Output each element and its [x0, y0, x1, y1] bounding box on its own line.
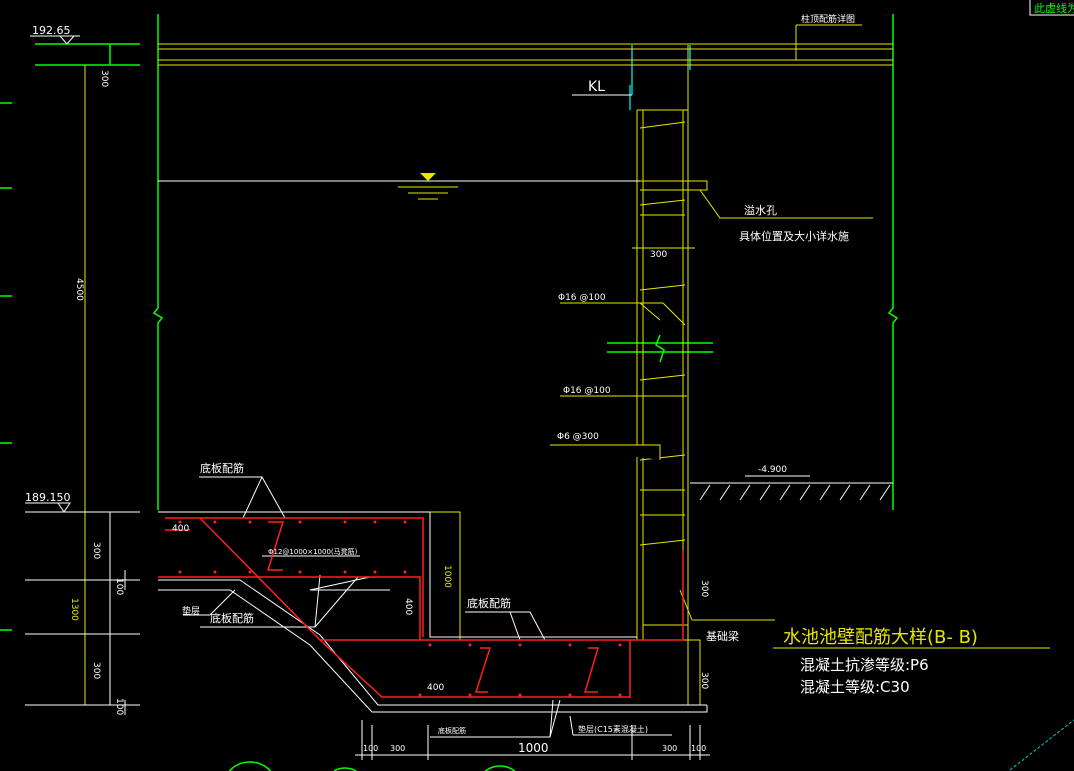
- structure-lines: [84, 24, 1050, 705]
- slab-rebar: [158, 517, 684, 698]
- bottom-dim-1: 100: [363, 744, 378, 753]
- elevation-top: 192.65: [32, 24, 71, 37]
- cushion-label: 垫层: [182, 605, 200, 617]
- dim-d4: 300: [91, 662, 101, 679]
- spec-impermeability: 混凝土抗渗等级:P6: [800, 656, 929, 674]
- dim-d2: 100: [114, 578, 124, 595]
- bottom-dim-2: 300: [390, 744, 405, 753]
- drawing-title: 水池池壁配筋大样(B- B): [783, 627, 978, 648]
- wall-dim: 300: [650, 250, 667, 260]
- bottom-dim-5: 100: [691, 744, 706, 753]
- elevation-ground: -4.900: [758, 465, 787, 475]
- rebar-dots: [178, 520, 622, 697]
- rebar-label-2: Φ16 @100: [563, 386, 611, 396]
- slab-dim-300b: 300: [699, 672, 709, 689]
- dim-d1: 300: [91, 542, 101, 559]
- top-note: 柱顶配筋详图: [801, 13, 855, 25]
- rebar-label-1: Φ16 @100: [558, 293, 606, 303]
- bottom-dim-4: 300: [662, 744, 677, 753]
- kl-label: KL: [588, 79, 605, 95]
- slab-label-1: 底板配筋: [200, 461, 244, 475]
- dim-wall-height: 4500: [74, 278, 84, 301]
- bottom-dim-3: 1000: [518, 741, 549, 755]
- circle-mark-3: [484, 765, 516, 771]
- pool-walls: [0, 14, 899, 771]
- bottom-label: 底板配筋: [438, 726, 466, 735]
- slab-dim-300a: 300: [699, 580, 709, 597]
- dim-d3: 1300: [69, 598, 79, 621]
- dim-d5: 100: [114, 698, 124, 715]
- circle-mark-2: [333, 767, 357, 771]
- slab-dim-400a: 400: [172, 524, 189, 534]
- overflow-title: 溢水孔: [744, 203, 777, 217]
- water-level: [158, 173, 640, 200]
- spec-concrete-grade: 混凝土等级:C30: [800, 678, 910, 696]
- diagonal-dashed: [1009, 719, 1074, 771]
- corner-note: 此虚线为: [1034, 1, 1074, 15]
- slab-dim-400b: 400: [403, 598, 413, 615]
- overflow-note: 具体位置及大小详水施: [739, 229, 849, 243]
- beam-label: 基础梁: [706, 629, 739, 643]
- bottom-cushion: 垫层(C15素混凝土): [578, 724, 648, 734]
- slab-label-3: 底板配筋: [467, 596, 511, 610]
- chair-rebar-label: Φ12@1000×1000(马凳筋): [268, 547, 358, 556]
- slab-outline: [25, 35, 710, 760]
- dim-top-slab: 300: [99, 70, 109, 87]
- slab-dim-400c: 400: [427, 683, 444, 693]
- elevation-base: 189.150: [25, 491, 71, 504]
- corner-frame: [1029, 0, 1074, 16]
- wall-stirrups: [550, 121, 695, 546]
- ground-hatch: [690, 475, 893, 501]
- rebar-label-3: Φ6 @300: [557, 432, 599, 442]
- slab-dim-1000: 1000: [442, 565, 452, 588]
- circle-mark-1: [228, 761, 272, 771]
- slab-label-2: 底板配筋: [210, 611, 254, 625]
